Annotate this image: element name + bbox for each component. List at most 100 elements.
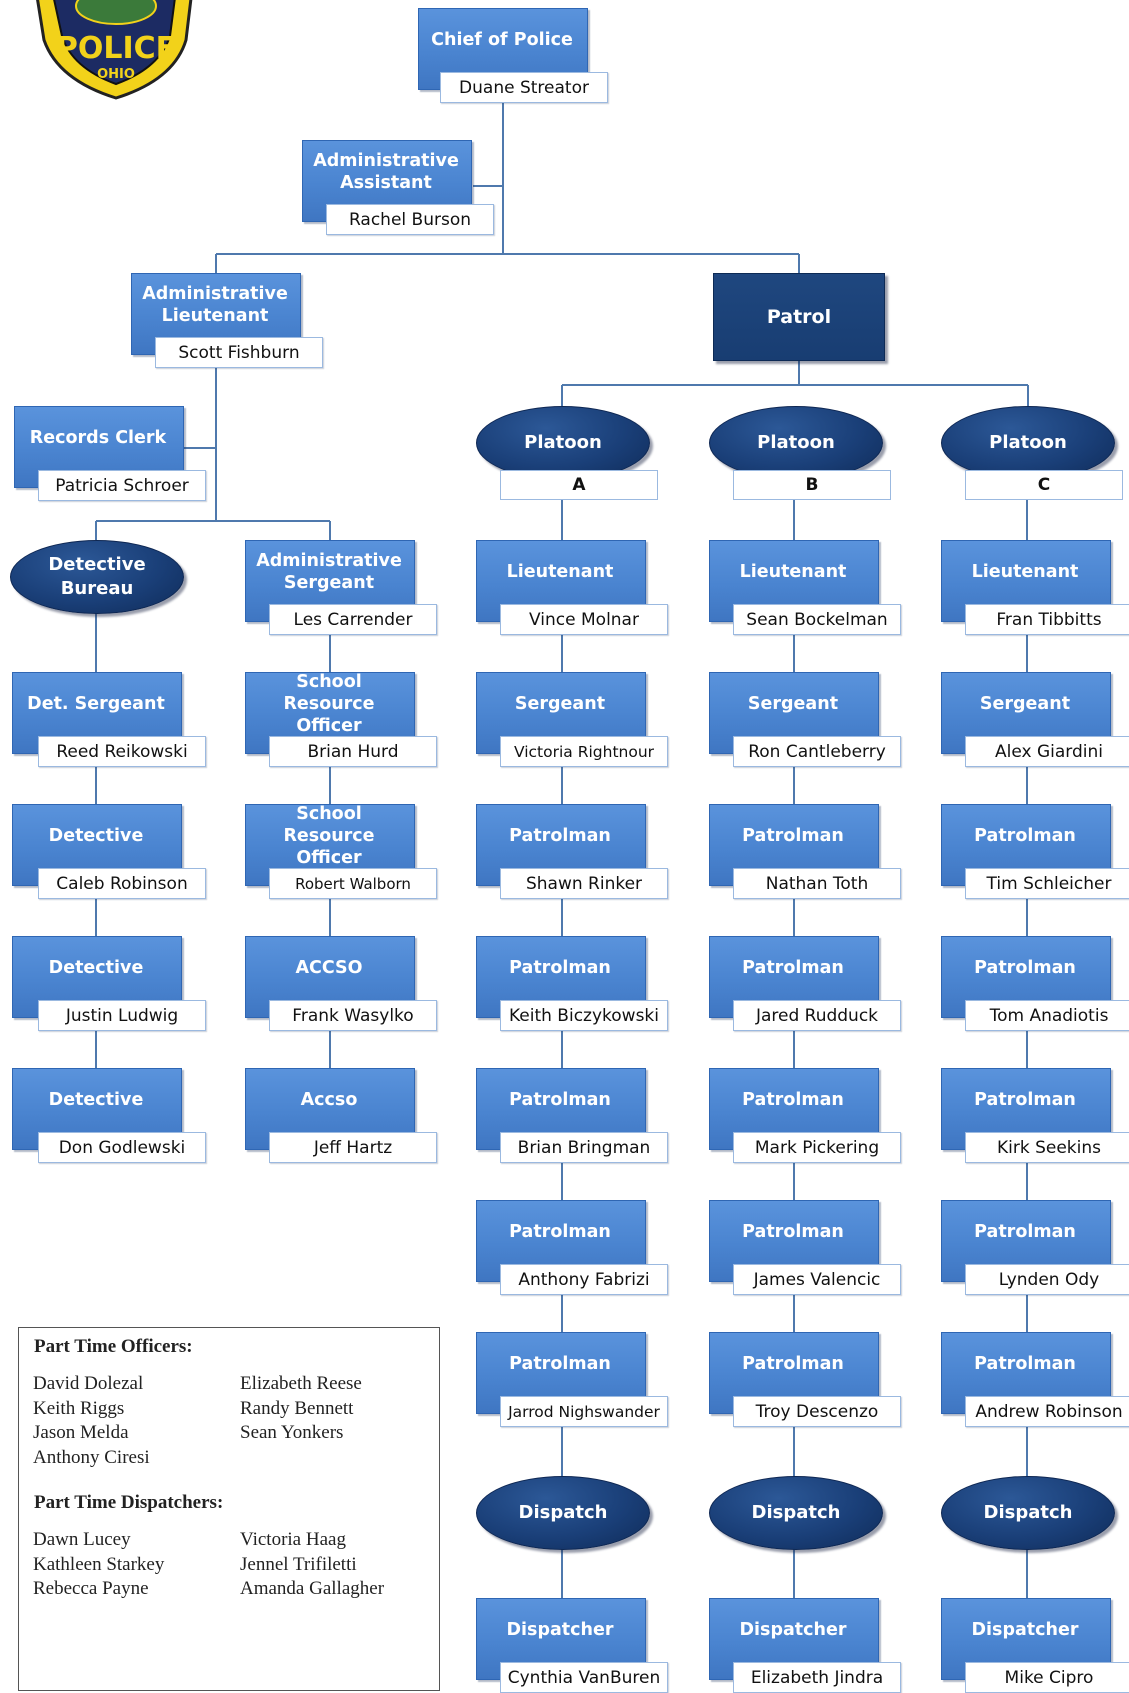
node-name: Rachel Burson [326, 204, 494, 235]
node-title: Lieutenant [739, 562, 847, 582]
node-name: Lynden Ody [965, 1264, 1129, 1295]
node-name: Jarrod Nighswander [500, 1396, 668, 1427]
list-item: Jason Melda [33, 1422, 129, 1443]
part-time-dispatchers-right: Victoria Haag Jennel Trifiletti Amanda G… [240, 1528, 384, 1602]
node-title: Patrolman [509, 826, 611, 846]
accso-node: ACCSO Frank Wasylko [245, 936, 437, 1031]
node-name: Kirk Seekins [965, 1132, 1129, 1163]
list-item: Amanda Gallagher [240, 1578, 385, 1599]
platoon-letter: A [500, 470, 658, 500]
node-name: Keith Biczykowski [500, 1000, 668, 1031]
detective-node: Detective Don Godlewski [12, 1068, 206, 1163]
node-title: Patrolman [974, 1354, 1076, 1374]
node-name: Jared Rudduck [733, 1000, 901, 1031]
part-time-dispatchers-left: Dawn Lucey Kathleen Starkey Rebecca Payn… [33, 1528, 164, 1602]
platoon-oval: Platoon [941, 406, 1115, 480]
node-title: Patrolman [509, 958, 611, 978]
node-name: Fran Tibbitts [965, 604, 1129, 635]
node-title: School Resource Officer [283, 804, 375, 868]
node-title: Detective [48, 958, 144, 978]
node-name: Andrew Robinson [965, 1396, 1129, 1427]
node-name: James Valencic [733, 1264, 901, 1295]
node-name: Frank Wasylko [269, 1000, 437, 1031]
node-title: Patrolman [742, 826, 844, 846]
node-name: Shawn Rinker [500, 868, 668, 899]
node-title: Accso [300, 1090, 358, 1110]
node-name: Justin Ludwig [38, 1000, 206, 1031]
list-item: Kathleen Starkey [33, 1553, 165, 1575]
node-title: Lieutenant [506, 562, 614, 582]
node-title: Sergeant [747, 694, 839, 714]
node-name: Brian Bringman [500, 1132, 668, 1163]
admin-assistant-node: Administrative Assistant Rachel Burson [302, 140, 494, 235]
list-item: David Dolezal [33, 1373, 144, 1394]
part-time-dispatchers-heading: Part Time Dispatchers: [34, 1492, 224, 1513]
node-title: Dispatcher [971, 1620, 1079, 1640]
detective-node: Detective Justin Ludwig [12, 936, 206, 1031]
node-name: Mike Cipro [965, 1662, 1129, 1693]
node-name: Alex Giardini [965, 736, 1129, 767]
node-title: Patrolman [509, 1090, 611, 1110]
part-time-officers-heading: Part Time Officers: [34, 1336, 193, 1357]
node-name: Sean Bockelman [733, 604, 901, 635]
node-title: Dispatcher [739, 1620, 847, 1640]
node-name: Duane Streator [440, 72, 608, 103]
list-item: Randy Bennett [240, 1397, 354, 1419]
dispatch-oval: Dispatch [709, 1476, 883, 1550]
list-item: Sean Yonkers [240, 1422, 344, 1443]
node-title: Detective [48, 826, 144, 846]
svg-text:OHIO: OHIO [97, 67, 135, 82]
list-item: Elizabeth Reese [240, 1373, 362, 1394]
platoon-letter: C [965, 470, 1123, 500]
node-name: Robert Walborn [269, 868, 437, 899]
node-title: Patrolman [974, 826, 1076, 846]
detective-node: Detective Caleb Robinson [12, 804, 206, 899]
node-name: Les Carrender [269, 604, 437, 635]
node-title: Sergeant [514, 694, 606, 714]
node-title: Sergeant [979, 694, 1071, 714]
chief-node: Chief of Police Duane Streator [418, 8, 608, 103]
node-title: Chief of Police [431, 30, 573, 50]
node-name: Patricia Schroer [38, 470, 206, 501]
node-name: Victoria Rightnour [500, 736, 668, 767]
node-title: Administrative Lieutenant [142, 284, 288, 326]
admin-sergeant-node: Administrative Sergeant Les Carrender [245, 540, 437, 635]
node-name: Don Godlewski [38, 1132, 206, 1163]
list-item: Keith Riggs [33, 1397, 125, 1419]
det-sergeant-node: Det. Sergeant Reed Reikowski [12, 672, 206, 767]
node-name: Brian Hurd [269, 736, 437, 767]
records-clerk-node: Records Clerk Patricia Schroer [14, 406, 206, 501]
node-title: Administrative Assistant [313, 151, 459, 193]
svg-text:POLICE: POLICE [56, 31, 176, 66]
node-name: Mark Pickering [733, 1132, 901, 1163]
node-name: Tom Anadiotis [965, 1000, 1129, 1031]
node-name: Jeff Hartz [269, 1132, 437, 1163]
admin-lieutenant-node: Administrative Lieutenant Scott Fishburn [131, 273, 323, 368]
node-title: Patrolman [742, 1354, 844, 1374]
school-resource-officer-node: School Resource Officer Robert Walborn [245, 804, 437, 899]
node-title: Dispatcher [506, 1620, 614, 1640]
node-title: Det. Sergeant [27, 694, 165, 714]
accso-node: Accso Jeff Hartz [245, 1068, 437, 1163]
node-name: Tim Schleicher [965, 868, 1129, 899]
node-title: Patrolman [974, 958, 1076, 978]
node-title: Patrolman [742, 1090, 844, 1110]
part-time-officers-right: Elizabeth Reese Randy Bennett Sean Yonke… [240, 1372, 362, 1446]
list-item: Anthony Ciresi [33, 1446, 150, 1468]
node-name: Reed Reikowski [38, 736, 206, 767]
list-item: Dawn Lucey [33, 1529, 131, 1550]
patrol-node: Patrol [713, 273, 885, 361]
